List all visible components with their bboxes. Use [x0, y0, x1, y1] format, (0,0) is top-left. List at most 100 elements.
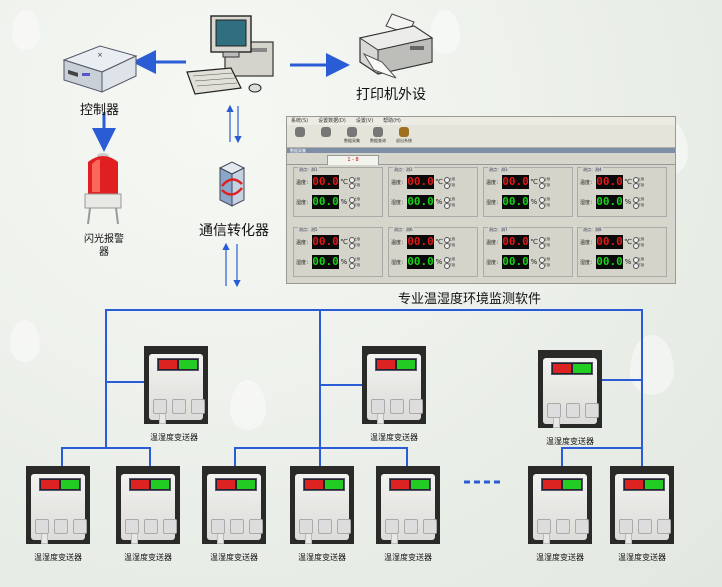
limit-indicators: 上限下限: [539, 256, 554, 269]
limit-indicators: 上限下限: [633, 256, 648, 269]
toolbar-button[interactable]: [289, 125, 311, 147]
hum-label: 湿度：: [486, 259, 502, 266]
node-title: 测点：测4: [582, 167, 603, 173]
tab-1-8[interactable]: 1 - 8: [327, 155, 379, 165]
temp-unit: ℃: [624, 238, 632, 246]
lower-limit-led: 下限: [539, 242, 554, 249]
hum-label: 湿度：: [296, 199, 312, 206]
software-label: 专业温湿度环境监测软件: [398, 292, 542, 307]
lower-limit-led: 下限: [539, 262, 554, 269]
temp-unit: ℃: [530, 178, 538, 186]
limit-indicators: 上限下限: [633, 196, 648, 209]
upper-limit-led: 上限: [539, 176, 554, 183]
water-drop-decoration: [230, 380, 266, 430]
toolbar-button-exit[interactable]: 退出系统: [393, 125, 415, 147]
node-title: 测点：测2: [393, 167, 414, 173]
lower-limit-led: 下限: [633, 202, 648, 209]
limit-indicators: 上限下限: [633, 236, 648, 249]
transmitter-device-icon: [144, 346, 208, 424]
hum-row: 湿度：00.0%上限下限: [296, 194, 364, 210]
hum-display: 00.0: [502, 195, 529, 209]
limit-indicators: 上限下限: [539, 196, 554, 209]
transmitter-device-icon: [362, 346, 426, 424]
upper-limit-led: 上限: [539, 256, 554, 263]
temp-unit: ℃: [530, 238, 538, 246]
toolbar-button-data-collect[interactable]: 数据采集: [341, 125, 363, 147]
hum-display: 00.0: [596, 195, 623, 209]
query-icon: [373, 127, 383, 137]
window-caption: 数据采集: [287, 148, 675, 153]
temp-unit: ℃: [435, 238, 443, 246]
lower-limit-led: 下限: [539, 182, 554, 189]
computer-icon: [185, 12, 281, 98]
svg-text:×: ×: [97, 51, 103, 59]
transmitter-device-icon: [376, 466, 440, 544]
transmitter-device-icon: [610, 466, 674, 544]
exit-icon: [399, 127, 409, 137]
temp-label: 温度：: [580, 239, 596, 246]
flash-alarm-icon: [80, 148, 126, 228]
toolbar-button[interactable]: [315, 125, 337, 147]
menu-item[interactable]: 帮助(H): [383, 118, 401, 124]
hum-row: 湿度：00.0%上限下限: [391, 194, 459, 210]
upper-limit-led: 上限: [444, 236, 459, 243]
transmitter-label: 温湿度变送器: [298, 553, 346, 562]
menu-item[interactable]: 系统(S): [291, 118, 309, 124]
limit-indicators: 上限下限: [444, 256, 459, 269]
hum-unit: %: [340, 258, 348, 266]
node-title: 测点：测1: [298, 167, 319, 173]
hum-label: 湿度：: [486, 199, 502, 206]
menu-item[interactable]: 设置数据(D): [318, 118, 346, 124]
temp-unit: ℃: [624, 178, 632, 186]
hum-row: 湿度：00.0%上限下限: [486, 194, 554, 210]
lower-limit-led: 下限: [539, 202, 554, 209]
temp-display: 00.0: [407, 175, 434, 189]
hum-display: 00.0: [312, 195, 339, 209]
transmitter-label: 温湿度变送器: [210, 553, 258, 562]
limit-indicators: 上限下限: [349, 196, 364, 209]
upper-limit-led: 上限: [444, 256, 459, 263]
tool-icon: [295, 127, 305, 137]
water-drop-decoration: [12, 10, 40, 50]
transmitter-label: 温湿度变送器: [370, 433, 418, 442]
limit-indicators: 上限下限: [444, 176, 459, 189]
transmitter-label: 温湿度变送器: [546, 437, 594, 446]
upper-limit-led: 上限: [444, 176, 459, 183]
tool-icon: [321, 127, 331, 137]
lower-limit-led: 下限: [444, 242, 459, 249]
hum-unit: %: [435, 198, 443, 206]
communication-converter-icon: [216, 160, 248, 210]
transmitter-device-icon: [202, 466, 266, 544]
node-title: 测点：测3: [488, 167, 509, 173]
hum-unit: %: [530, 258, 538, 266]
hum-unit: %: [435, 258, 443, 266]
hum-row: 湿度：00.0%上限下限: [580, 194, 648, 210]
temp-unit: ℃: [340, 178, 348, 186]
menu-item[interactable]: 设置(V): [355, 118, 374, 124]
hum-unit: %: [340, 198, 348, 206]
water-drop-decoration: [630, 335, 674, 395]
lower-limit-led: 下限: [633, 262, 648, 269]
limit-indicators: 上限下限: [349, 176, 364, 189]
toolbar-button-data-query[interactable]: 数据查询: [367, 125, 389, 147]
lower-limit-led: 下限: [349, 182, 364, 189]
printer-icon: [352, 12, 436, 82]
lower-limit-led: 下限: [633, 242, 648, 249]
transmitter-label: 温湿度变送器: [34, 553, 82, 562]
transmitter-device-icon: [26, 466, 90, 544]
hum-display: 00.0: [502, 255, 529, 269]
transmitter-device-icon: [290, 466, 354, 544]
upper-limit-led: 上限: [633, 196, 648, 203]
hum-display: 00.0: [312, 255, 339, 269]
alarm-label: 闪光报警器: [84, 234, 124, 258]
hum-row: 湿度：00.0%上限下限: [391, 254, 459, 270]
